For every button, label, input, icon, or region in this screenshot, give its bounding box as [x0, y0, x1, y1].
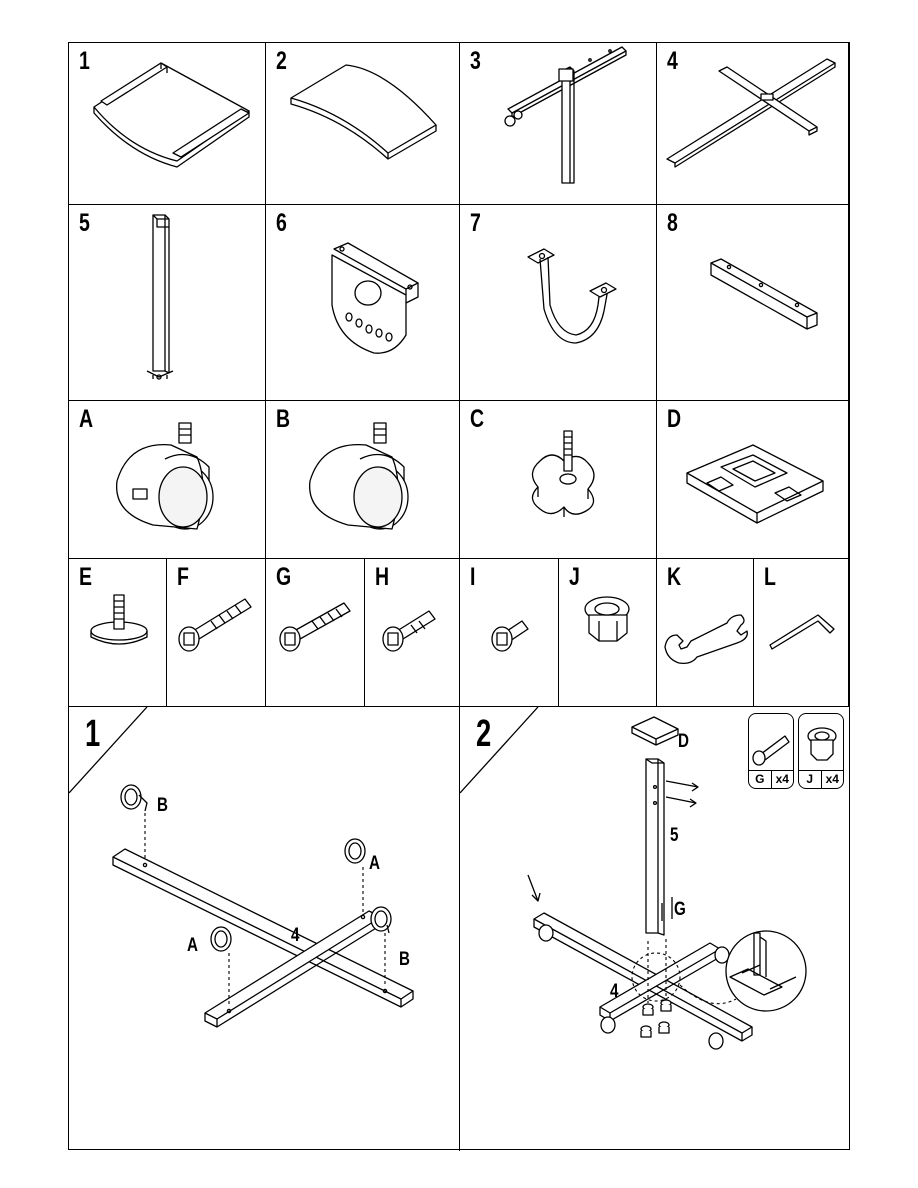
part-label: 5: [79, 209, 90, 237]
hardware-label: F: [177, 563, 189, 591]
flange-nut-icon: [584, 596, 630, 642]
hardware-cell-f: F: [167, 559, 266, 707]
allen-key-icon: [769, 614, 835, 650]
callout-hub-d: D: [678, 731, 689, 752]
step-number: 2: [476, 713, 492, 755]
mounting-bracket-icon: [331, 242, 419, 354]
flat-panel-icon: [290, 64, 437, 160]
callout-caster-a: A: [187, 935, 198, 956]
hardware-label: E: [79, 563, 93, 591]
hardware-part: J: [806, 772, 814, 786]
wrench-icon: [664, 614, 748, 665]
hardware-cell-a: A: [69, 401, 266, 559]
hardware-qty: x4: [820, 771, 844, 788]
step-1-panel: 1: [69, 707, 460, 1151]
hardware-cell-c: C: [460, 401, 657, 559]
part-cell-5: 5: [69, 205, 266, 401]
flange-nut-icon: [807, 727, 837, 761]
hardware-cell-b: B: [266, 401, 460, 559]
hardware-label: G: [276, 563, 292, 591]
part-cell-6: 6: [266, 205, 460, 401]
caster-b-top: [120, 784, 148, 812]
part-cell-2: 2: [266, 43, 460, 205]
step-corner-divider: [460, 707, 539, 794]
bolt-icon: [752, 735, 790, 766]
assembly-sheet: 1 2 3 4: [68, 42, 850, 1151]
step-1-base-assembly-illustration: [112, 784, 414, 1028]
callout-column-5: 5: [670, 825, 679, 846]
hardware-qty-row: G x4: [749, 770, 793, 788]
part-cell-8: 8: [657, 205, 849, 401]
long-bolt-icon: [178, 598, 252, 652]
step-2-panel: 2 G x4 J x4: [460, 707, 849, 1151]
hardware-label: A: [79, 405, 94, 433]
hardware-label: D: [667, 405, 682, 433]
part-label: 1: [79, 47, 90, 75]
callout-bolt-g: G: [674, 899, 686, 920]
callout-caster-a: A: [369, 853, 380, 874]
hardware-qty: x4: [770, 771, 794, 788]
part-label: 6: [276, 209, 287, 237]
hardware-label: B: [276, 405, 291, 433]
step-corner-divider: [69, 707, 148, 794]
caster-b-right: [370, 906, 392, 934]
hardware-part: G: [755, 772, 765, 786]
caster-wheel-icon: [309, 422, 409, 530]
step-2-column-assembly-illustration: [527, 716, 807, 1050]
caster-a-left: [210, 926, 232, 952]
part-label: 2: [276, 47, 287, 75]
u-clamp-icon: [527, 248, 617, 344]
hardware-cell-h: H: [365, 559, 460, 707]
hardware-cell-g: G: [266, 559, 365, 707]
part-label: 7: [470, 209, 481, 237]
callout-base-4: 4: [610, 981, 619, 1002]
cross-hub-connector-icon: [686, 444, 824, 524]
hardware-label: J: [569, 563, 580, 591]
short-bolt-icon: [382, 610, 436, 652]
socket-screw-icon: [491, 620, 529, 652]
hardware-qty-row: J x4: [799, 770, 843, 788]
star-knob-icon: [531, 430, 595, 517]
step-number: 1: [85, 713, 101, 755]
callout-caster-b: B: [399, 949, 410, 970]
part-cell-7: 7: [460, 205, 657, 401]
hardware-label: K: [667, 563, 682, 591]
t-frame-arm-icon: [504, 46, 627, 184]
hardware-badge-g: G x4: [748, 713, 794, 789]
nut-set: [640, 999, 672, 1038]
hardware-cell-i: I: [460, 559, 559, 707]
part-label: 3: [470, 47, 481, 75]
bolt-icon: [279, 602, 351, 652]
hardware-cell-j: J: [559, 559, 657, 707]
part-cell-1: 1: [69, 43, 266, 205]
callout-base-4: 4: [291, 925, 300, 946]
hardware-badge-j: J x4: [798, 713, 844, 789]
connector-bar-icon: [710, 258, 818, 330]
part-cell-3: 3: [460, 43, 657, 205]
hardware-cell-d: D: [657, 401, 849, 559]
hardware-label: C: [470, 405, 485, 433]
hardware-cell-l: L: [754, 559, 849, 707]
hardware-label: I: [470, 563, 476, 591]
caster-a-right: [344, 838, 366, 864]
part-cell-4: 4: [657, 43, 849, 205]
cross-base-icon: [666, 58, 836, 168]
shelf-tray-icon: [93, 62, 250, 168]
upright-column-icon: [146, 214, 174, 380]
leveling-foot-icon: [90, 594, 148, 645]
caster-wheel-icon: [116, 422, 214, 530]
part-label: 8: [667, 209, 678, 237]
hardware-label: L: [764, 563, 776, 591]
hardware-cell-e: E: [69, 559, 167, 707]
hardware-label: H: [375, 563, 390, 591]
callout-caster-b: B: [157, 795, 168, 816]
hardware-cell-k: K: [657, 559, 754, 707]
part-label: 4: [667, 47, 678, 75]
